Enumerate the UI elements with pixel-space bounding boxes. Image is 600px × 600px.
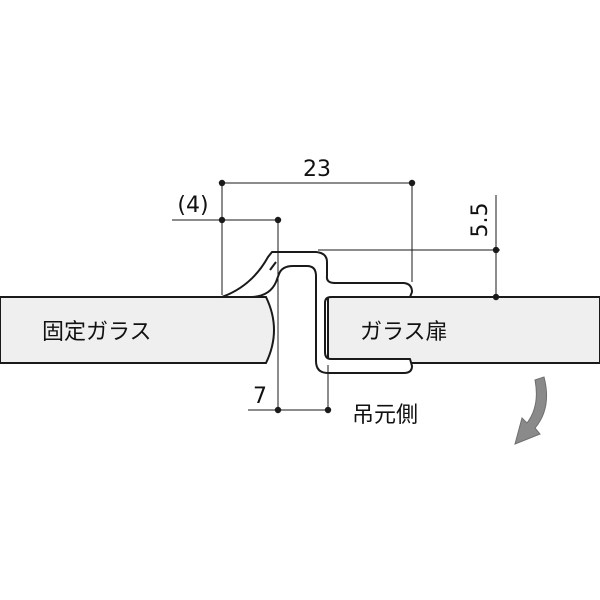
dim-depth: 7 — [253, 384, 267, 409]
label-glass-door: ガラス扉 — [360, 320, 448, 345]
dim-overall-width: 23 — [303, 157, 331, 182]
fixed-glass-panel — [0, 296, 275, 364]
dimension-dots — [218, 179, 500, 414]
dim-offset: (4) — [177, 193, 208, 218]
seal-profile — [221, 251, 413, 374]
label-fixed-glass: 固定ガラス — [42, 320, 152, 345]
curved-arrow-icon — [514, 376, 547, 445]
label-hinge-side: 吊元側 — [352, 403, 418, 428]
dim-height: 5.5 — [468, 203, 493, 238]
